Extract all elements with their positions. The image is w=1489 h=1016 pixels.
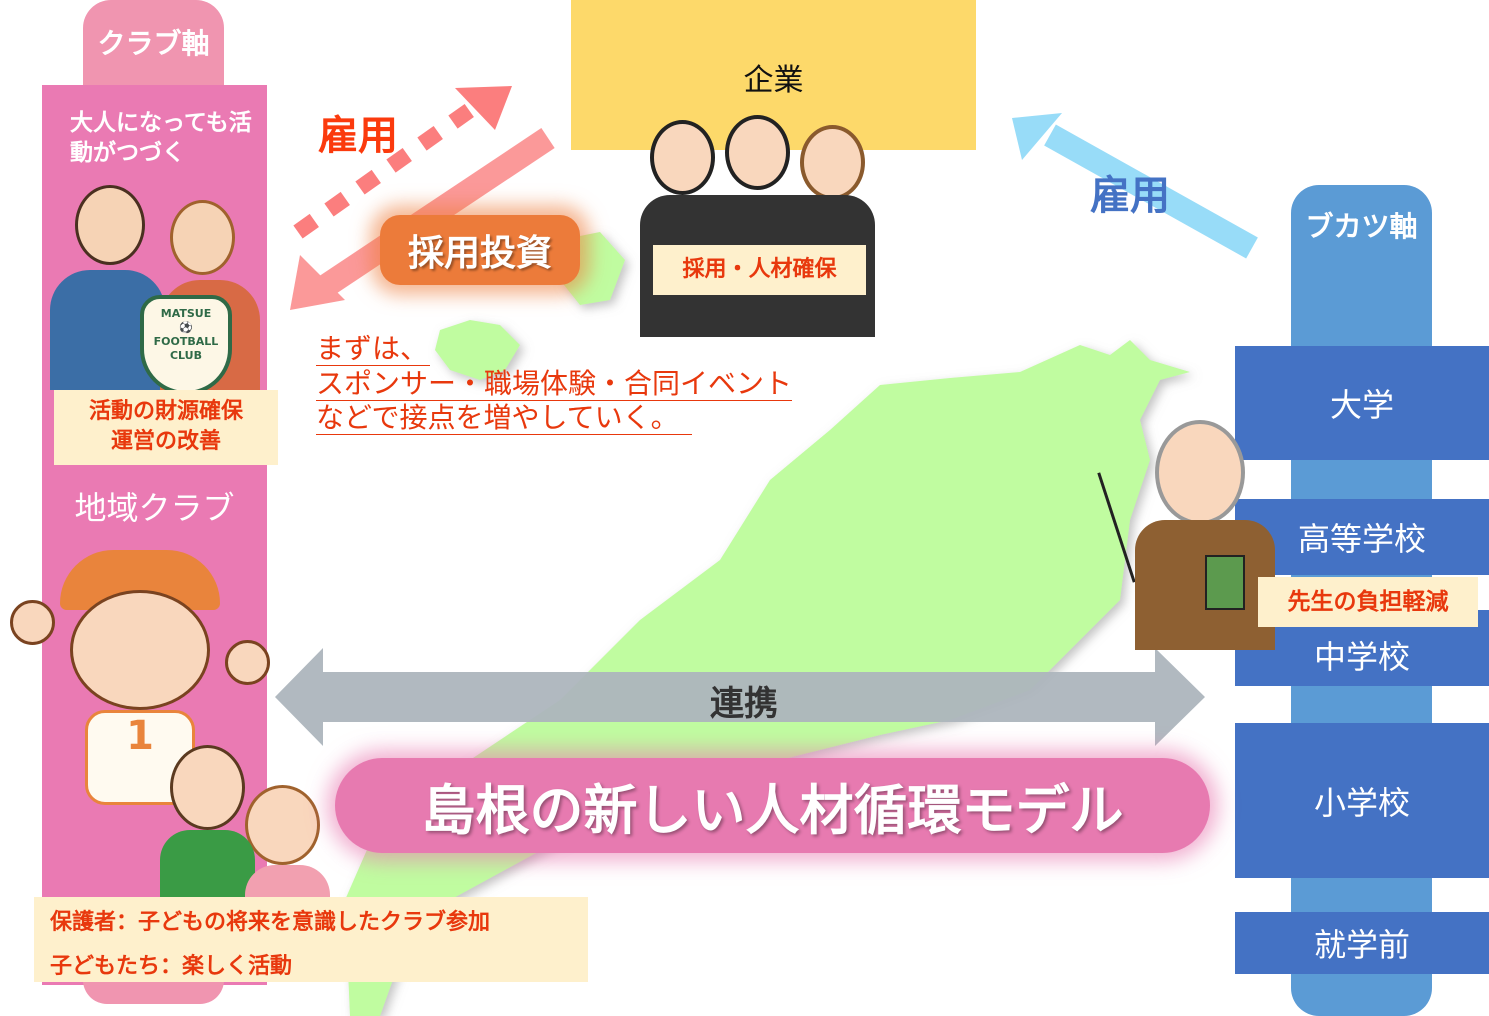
investment-arrow [290,128,555,310]
blue-hire-arrow [1012,113,1258,259]
note-line-2: スポンサー・職場体験・合同イベント [316,367,793,401]
investment-label: 採用投資 [380,215,580,285]
family-benefit-label: 保護者：子どもの将来を意識したクラブ参加 子どもたち：楽しく活動 [34,897,588,982]
stage-university: 大学 [1235,346,1489,460]
parents-illustration [160,740,340,900]
teacher-benefit-label: 先生の負担軽減 [1258,577,1478,627]
map-island-oki [435,320,520,380]
club-benefit-label: 活動の財源確保 運営の改善 [54,390,278,465]
right-hire-label: 雇用 [1090,173,1170,219]
cooperation-label: 連携 [710,684,778,724]
club-benefit-line-2: 運営の改善 [110,429,221,454]
note-line-1: まずは、 [316,332,430,366]
club-message: 大人になっても活動がつづく [70,110,252,166]
hire-dotted-arrow [293,86,512,239]
parent-benefit: 保護者：子どもの将来を意識したクラブ参加 [50,910,491,935]
note-line-3: などで接点を増やしていく。 [316,401,692,435]
stage-preschool: 就学前 [1235,912,1489,974]
region-club-label: 地域クラブ [74,489,235,527]
child-player-illustration: 1 [10,550,270,810]
bukatsu-axis-tab: ブカツ軸 [1305,210,1418,243]
stage-elementary: 小学校 [1235,723,1489,878]
model-title: 島根の新しい人材循環モデル [335,758,1210,853]
left-hire-label: 雇用 [318,113,398,159]
business-people-illustration [640,115,875,337]
teacher-illustration [1097,420,1275,650]
club-benefit-line-1: 活動の財源確保 [88,399,243,424]
company-benefit-label: 採用・人材確保 [653,245,866,295]
club-axis-tab: クラブ軸 [83,0,224,100]
cooperation-double-arrow [275,648,1205,746]
stage-high-school: 高等学校 [1235,499,1489,575]
children-benefit: 子どもたち：楽しく活動 [50,954,293,979]
